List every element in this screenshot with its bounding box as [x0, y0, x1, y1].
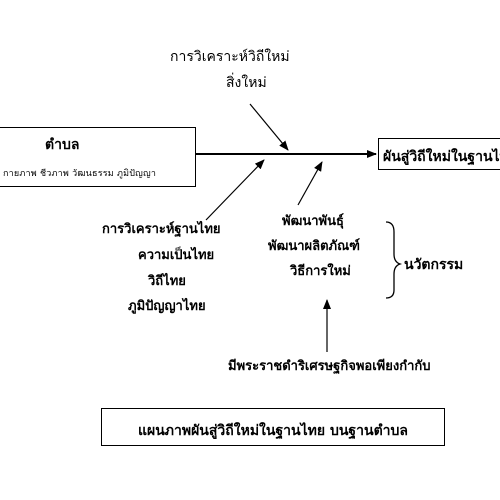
innovation-label: นวัตกรรม	[404, 257, 464, 273]
development-item: วิธีการใหม่	[290, 264, 351, 279]
top-factor-line-2: สิ่งใหม่	[226, 75, 267, 91]
top-factor-arrow	[249, 103, 289, 151]
thai-factor-arrow	[205, 159, 265, 221]
thai-factor-item: วิถีไทย	[148, 274, 186, 289]
target-box: ผันสู่วิถีใหม่ในฐานไทย	[378, 138, 500, 170]
development-item: พัฒนาผลิตภัณฑ์	[268, 239, 360, 254]
top-factor-line-1: การวิเคราะห์วิถีใหม่	[170, 49, 290, 65]
thai-factor-item: ภูมิปัญญาไทย	[128, 299, 206, 314]
source-title: ตำบล	[45, 137, 80, 153]
caption-box: แผนภาพผันสู่วิถีใหม่ในฐานไทย บนฐานตำบล	[101, 408, 445, 446]
target-title: ผันสู่วิถีใหม่ในฐานไทย	[383, 149, 500, 165]
thai-factor-item: การวิเคราะห์ฐานไทย	[102, 222, 221, 237]
economy-label: มีพระราชดำริเศรษฐกิจพอเพียงกำกับ	[228, 359, 431, 374]
development-item: พัฒนาพันธุ์	[282, 214, 344, 229]
thai-factor-item: ความเป็นไทย	[138, 248, 215, 263]
development-arrow	[297, 161, 323, 206]
innovation-brace	[385, 221, 403, 299]
source-subtitle: กายภาพ ชีวภาพ วัฒนธรรม ภูมิปัญญา	[3, 169, 157, 179]
caption-text: แผนภาพผันสู่วิถีใหม่ในฐานไทย บนฐานตำบล	[137, 423, 408, 439]
source-box: ตำบล กายภาพ ชีวภาพ วัฒนธรรม ภูมิปัญญา	[0, 127, 196, 187]
